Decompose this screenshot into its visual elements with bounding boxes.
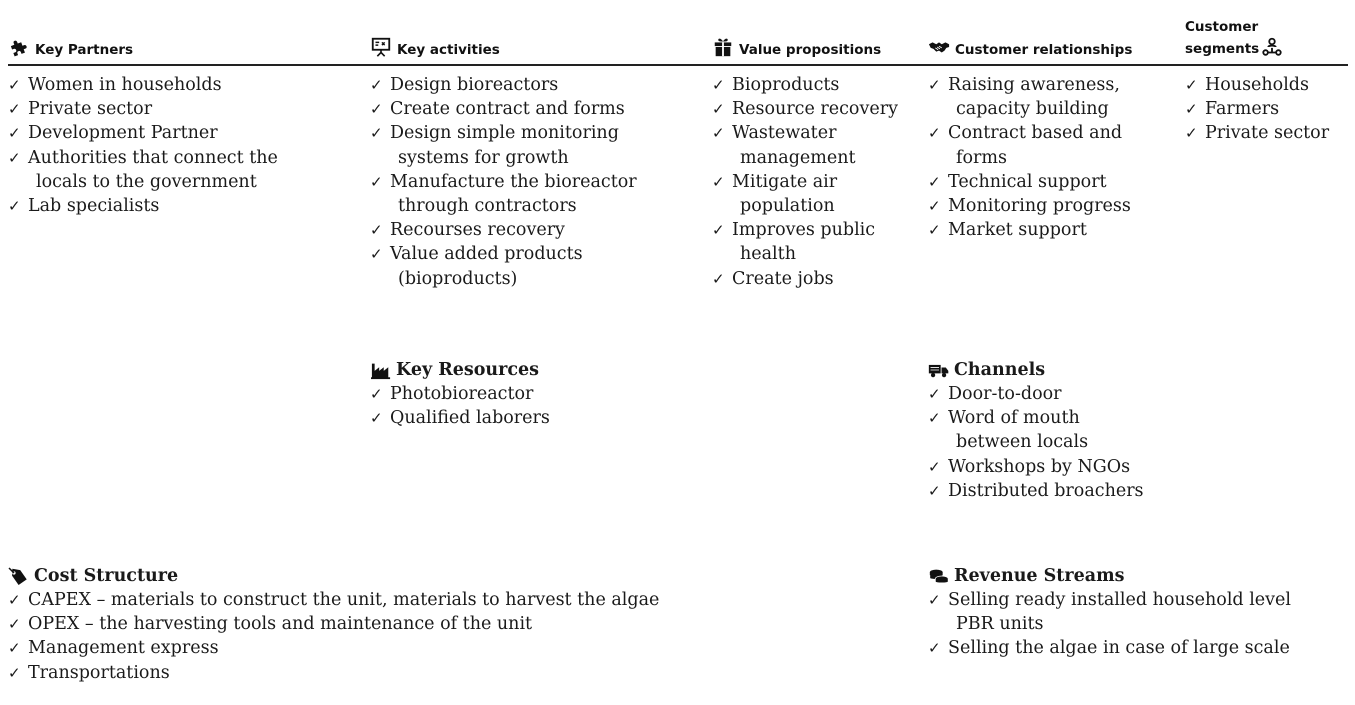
list-item: Development Partner	[8, 121, 278, 145]
key-resources-title: Key Resources	[396, 360, 540, 380]
list-item: Management express	[8, 636, 659, 660]
list-item: Create jobs	[712, 267, 898, 291]
list-item: Qualified laborers	[370, 406, 550, 430]
list-item-continuation: population	[740, 196, 835, 217]
channels-list: Door-to-door Word of mouth between local…	[928, 382, 1144, 503]
tag-icon	[8, 566, 30, 586]
customer-segments-title-line1: Customer	[1185, 19, 1259, 35]
customer-relationships-list: Raising awareness, capacity building Con…	[928, 73, 1131, 243]
list-item: Raising awareness,	[928, 73, 1131, 97]
list-item: Selling the algae in case of large scale	[928, 636, 1291, 660]
value-propositions-header: Value propositions	[712, 12, 922, 58]
list-item: Design bioreactors	[370, 73, 637, 97]
list-item: Selling ready installed household level	[928, 588, 1291, 612]
list-item-continuation: capacity building	[956, 99, 1109, 120]
list-item: Mitigate air	[712, 170, 898, 194]
key-resources-header: Key Resources	[370, 358, 550, 382]
value-propositions-title: Value propositions	[739, 42, 882, 58]
gift-icon	[712, 36, 734, 58]
list-item-continuation: forms	[956, 147, 1007, 168]
list-item: Contract based and	[928, 121, 1131, 145]
list-item: Private sector	[1185, 121, 1329, 145]
key-activities-column: Key activities	[370, 12, 700, 58]
list-item: Households	[1185, 73, 1329, 97]
list-item-continuation: systems for growth	[398, 147, 569, 168]
revenue-streams-title: Revenue Streams	[954, 566, 1125, 586]
list-item: Bioproducts	[712, 73, 898, 97]
key-activities-list: Design bioreactors Create contract and f…	[370, 73, 637, 291]
list-item: Photobioreactor	[370, 382, 550, 406]
customer-segments-column: Customer segments	[1185, 4, 1350, 58]
truck-icon	[928, 360, 950, 380]
list-item: Authorities that connect the	[8, 146, 278, 170]
list-item: Distributed broachers	[928, 479, 1144, 503]
cost-structure-header: Cost Structure	[8, 564, 659, 588]
presentation-icon	[370, 36, 392, 58]
revenue-streams-list: Selling ready installed household level …	[928, 588, 1291, 661]
factory-icon	[370, 360, 392, 380]
cost-structure-list: CAPEX – materials to construct the unit,…	[8, 588, 659, 685]
list-item: Transportations	[8, 661, 659, 685]
list-item: Improves public	[712, 218, 898, 242]
key-partners-column: Key Partners	[8, 12, 348, 58]
key-partners-title: Key Partners	[35, 42, 134, 58]
list-item-continuation: through contractors	[398, 196, 577, 217]
list-item: Create contract and forms	[370, 97, 637, 121]
list-item: Value added products	[370, 242, 637, 266]
channels-title: Channels	[954, 360, 1046, 380]
customer-relationships-title: Customer relationships	[955, 42, 1133, 58]
list-item: Wastewater	[712, 121, 898, 145]
list-item-continuation: between locals	[956, 432, 1089, 453]
handshake-icon	[928, 36, 950, 58]
list-item: Women in households	[8, 73, 278, 97]
key-resources-section: Key Resources Photobioreactor Qualified …	[370, 358, 550, 431]
list-item: Farmers	[1185, 97, 1329, 121]
list-item: OPEX – the harvesting tools and maintena…	[8, 612, 659, 636]
customer-relationships-header: Customer relationships	[928, 12, 1168, 58]
revenue-streams-header: Revenue Streams	[928, 564, 1291, 588]
key-partners-list: Women in households Private sector Devel…	[8, 73, 278, 218]
cost-structure-section: Cost Structure CAPEX – materials to cons…	[8, 564, 659, 685]
list-item: Word of mouth	[928, 406, 1144, 430]
key-partners-header: Key Partners	[8, 12, 348, 58]
channels-header: Channels	[928, 358, 1144, 382]
people-network-icon	[1261, 36, 1283, 58]
coins-icon	[928, 566, 950, 586]
key-activities-header: Key activities	[370, 12, 700, 58]
puzzle-icon	[8, 36, 30, 58]
value-propositions-column: Value propositions	[712, 12, 922, 58]
channels-section: Channels Door-to-door Word of mouth betw…	[928, 358, 1144, 503]
cost-structure-title: Cost Structure	[34, 566, 179, 586]
value-propositions-list: Bioproducts Resource recovery Wastewater…	[712, 73, 898, 291]
customer-relationships-column: Customer relationships	[928, 12, 1168, 58]
customer-segments-header: Customer segments	[1185, 4, 1350, 58]
list-item: Design simple monitoring	[370, 121, 637, 145]
list-item: Market support	[928, 218, 1131, 242]
customer-segments-list: Households Farmers Private sector	[1185, 73, 1329, 146]
list-item: Private sector	[8, 97, 278, 121]
key-activities-title: Key activities	[397, 42, 500, 58]
list-item-continuation: health	[740, 244, 796, 265]
list-item-continuation: management	[740, 147, 856, 168]
list-item-continuation: (bioproducts)	[398, 268, 518, 289]
list-item: Lab specialists	[8, 194, 278, 218]
header-divider	[8, 64, 1348, 66]
list-item: Technical support	[928, 170, 1131, 194]
list-item: Monitoring progress	[928, 194, 1131, 218]
list-item-continuation: PBR units	[956, 614, 1044, 635]
list-item-continuation: locals to the government	[36, 171, 257, 192]
key-resources-list: Photobioreactor Qualified laborers	[370, 382, 550, 431]
revenue-streams-section: Revenue Streams Selling ready installed …	[928, 564, 1291, 661]
list-item: Resource recovery	[712, 97, 898, 121]
list-item: Recourses recovery	[370, 218, 637, 242]
list-item: Workshops by NGOs	[928, 455, 1144, 479]
customer-segments-title-line2: segments	[1185, 41, 1260, 57]
list-item: CAPEX – materials to construct the unit,…	[8, 588, 659, 612]
list-item: Manufacture the bioreactor	[370, 170, 637, 194]
list-item: Door-to-door	[928, 382, 1144, 406]
